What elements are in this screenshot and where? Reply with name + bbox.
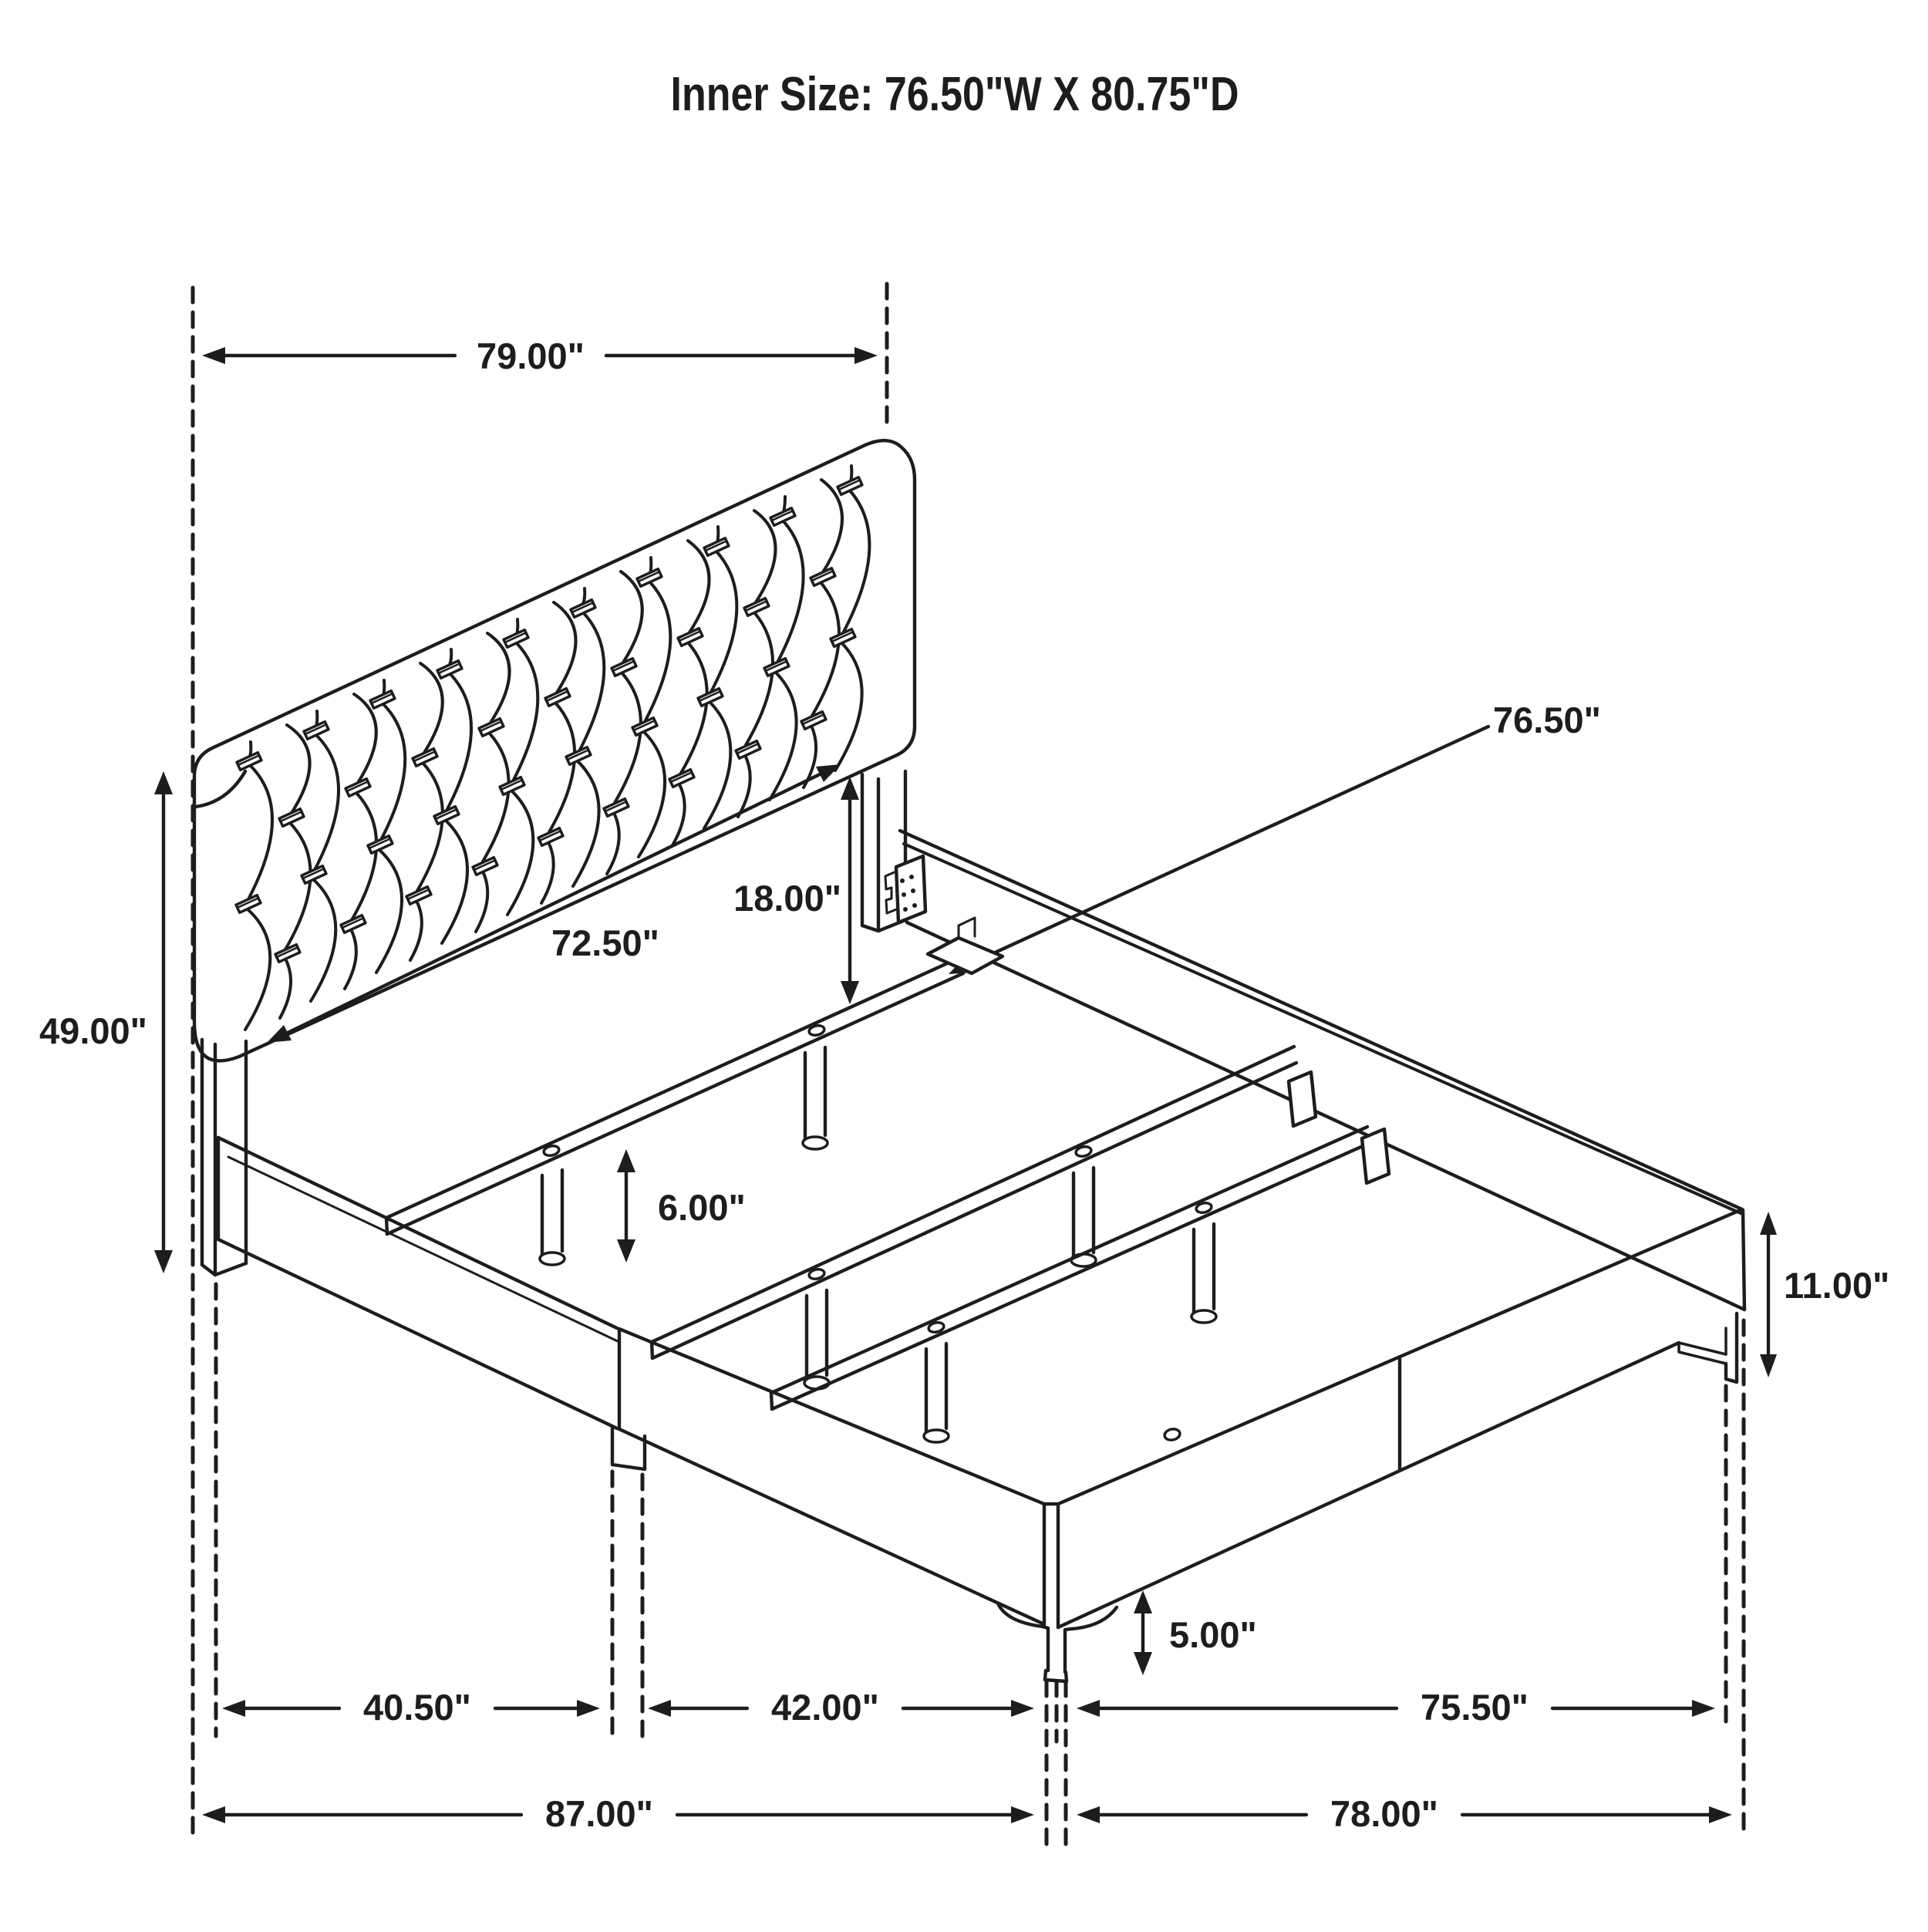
svg-text:76.50": 76.50" — [1493, 700, 1601, 740]
svg-text:5.00": 5.00" — [1169, 1614, 1257, 1655]
svg-text:6.00": 6.00" — [658, 1187, 746, 1228]
svg-text:87.00": 87.00" — [545, 1793, 653, 1834]
svg-text:72.50": 72.50" — [551, 922, 659, 963]
svg-text:49.00": 49.00" — [39, 1010, 147, 1051]
svg-text:40.50": 40.50" — [363, 1687, 471, 1728]
svg-text:18.00": 18.00" — [733, 878, 841, 919]
svg-text:75.50": 75.50" — [1421, 1687, 1529, 1728]
svg-text:78.00": 78.00" — [1330, 1793, 1438, 1834]
svg-text:42.00": 42.00" — [771, 1687, 879, 1728]
svg-text:79.00": 79.00" — [477, 335, 585, 376]
svg-text:11.00": 11.00" — [1784, 1265, 1889, 1306]
svg-text:Inner Size: 76.50"W X 80.75"D: Inner Size: 76.50"W X 80.75"D — [671, 68, 1239, 121]
